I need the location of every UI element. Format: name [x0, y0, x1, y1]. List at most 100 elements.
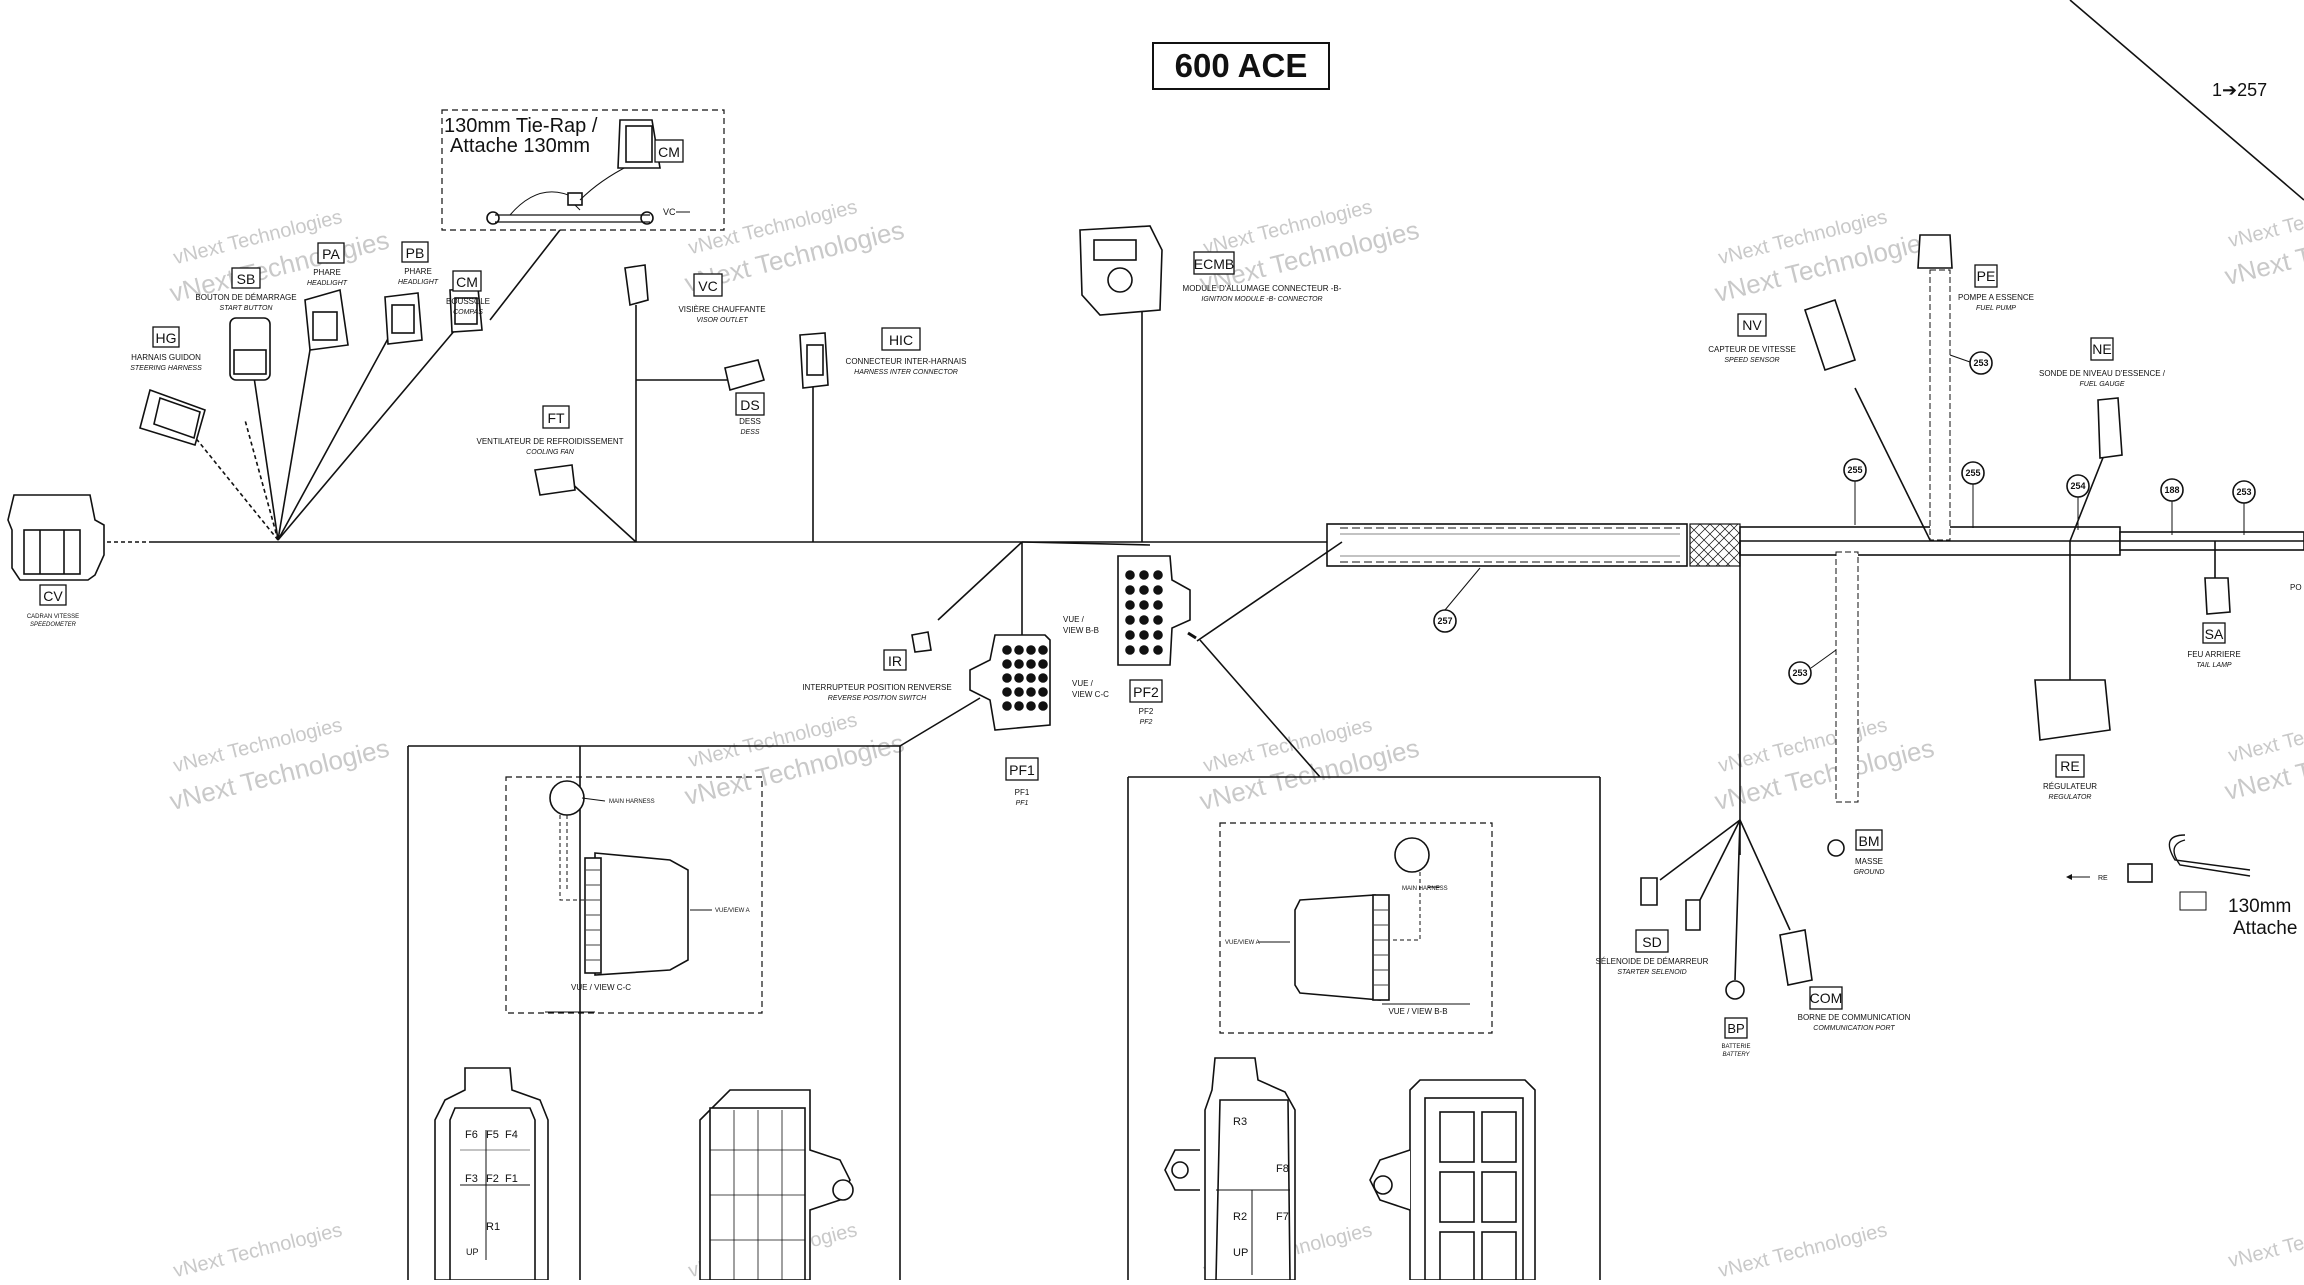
- fr-nv: CAPTEUR DE VITESSE: [1708, 345, 1796, 354]
- sa-connector: [2204, 577, 2231, 615]
- pin-f3: F3: [465, 1173, 478, 1185]
- pin-r2: R2: [1233, 1211, 1247, 1223]
- diagram-title: 600 ACE: [1152, 42, 1330, 90]
- ir-connector: [911, 631, 932, 653]
- ref-255-b: 255: [1965, 468, 1980, 478]
- code-vc: VC: [698, 278, 717, 294]
- en-pf2: PF2: [1140, 719, 1153, 726]
- en-ne: FUEL GAUGE: [2080, 381, 2125, 388]
- fr-com: BORNE DE COMMUNICATION: [1798, 1013, 1911, 1022]
- detail-view-c-c: [505, 776, 763, 1014]
- pin-labels-left: F6 F5 F4 F3 F2 F1 R1 UP: [465, 1129, 518, 1257]
- braided-sleeve: [1689, 523, 1741, 567]
- fr-cv: CADRAN VITESSE: [27, 614, 79, 620]
- tie-rap-note: 130mm Tie-Rap /Attache 130mm: [444, 115, 598, 157]
- code-cm: CM: [456, 274, 478, 290]
- pin-f1: F1: [505, 1173, 518, 1185]
- code-bm: BM: [1859, 833, 1880, 849]
- detail-view-b-b: [1219, 822, 1493, 1034]
- detail-view-c-c-text: MAIN HARNESS VUE/VIEW A VUE / VIEW C-C: [571, 799, 750, 992]
- pin-f2: F2: [486, 1173, 499, 1185]
- ref-255-a: 255: [1847, 465, 1862, 475]
- main-harness-label-left: MAIN HARNESS: [609, 799, 655, 805]
- reference-number-labels: 253 255 255 254 188 253 257 253: [1437, 358, 2251, 678]
- fr-bm: MASSE: [1855, 857, 1883, 866]
- fr-hg: HARNAIS GUIDON: [131, 353, 201, 362]
- en-pf1: PF1: [1016, 800, 1029, 807]
- code-cm-top: CM: [658, 144, 680, 160]
- nv-connector: [1803, 298, 1857, 372]
- cut-label: PO: [2290, 583, 2302, 592]
- pin-f5: F5: [486, 1129, 499, 1141]
- code-pa: PA: [322, 246, 340, 262]
- fr-pa: PHARE: [313, 268, 341, 277]
- watermark: vNext Technologies: [2226, 189, 2304, 252]
- com-connector: [1779, 929, 1813, 986]
- code-ir: IR: [888, 653, 902, 669]
- pin-up-left: UP: [466, 1247, 479, 1257]
- ref-253-right: 253: [2236, 487, 2251, 497]
- fr-vc: VISIÈRE CHAUFFANTE: [678, 305, 765, 314]
- code-nv: NV: [1742, 317, 1762, 333]
- watermark: vNext Technologies: [171, 1219, 344, 1280]
- en-pa: HEADLIGHT: [307, 280, 348, 287]
- fr-sa: FEU ARRIERE: [2187, 650, 2240, 659]
- en-com: COMMUNICATION PORT: [1813, 1025, 1895, 1032]
- tie-rap-right-line-2: Attache: [2233, 918, 2297, 939]
- en-hg: STEERING HARNESS: [130, 365, 202, 372]
- sd-connector-a: [1640, 877, 1658, 906]
- view-a-label-left: VUE/VIEW A: [715, 908, 750, 914]
- pin-f6: F6: [465, 1129, 478, 1141]
- ref-253-pe: 253: [1973, 358, 1988, 368]
- watermark: vNext Technologies: [1716, 1219, 1889, 1280]
- code-hic: HIC: [889, 332, 913, 348]
- fr-ft: VENTILATEUR DE REFROIDISSEMENT: [477, 437, 624, 446]
- code-cv: CV: [43, 588, 63, 604]
- vc-connector: [624, 264, 649, 307]
- en-re: REGULATOR: [2049, 794, 2092, 801]
- fr-pe: POMPE A ESSENCE: [1958, 293, 2034, 302]
- fr-pf2: PF2: [1139, 707, 1154, 716]
- caption-view-c-c: VUE / VIEW C-C: [571, 983, 631, 992]
- code-label-boxes: [39, 139, 2226, 1039]
- code-bp: BP: [1727, 1021, 1744, 1036]
- fr-ecmb: MODULE D'ALLUMAGE CONNECTEUR -B-: [1183, 284, 1342, 293]
- ds-connector: [724, 359, 765, 392]
- main-harness-label-right: MAIN HARNESS: [1402, 886, 1448, 892]
- en-nv: SPEED SENSOR: [1724, 357, 1779, 364]
- connector-face-left-b: [699, 1089, 854, 1281]
- en-sd: STARTER SELENOID: [1617, 969, 1686, 976]
- en-pb: HEADLIGHT: [398, 279, 439, 286]
- view-cc-line-2: VIEW C-C: [1072, 690, 1109, 699]
- label-vc-small: VC: [663, 207, 676, 217]
- en-ir: REVERSE POSITION SWITCH: [828, 695, 927, 702]
- re-arrow-label: RE: [2098, 875, 2108, 882]
- code-hg: HG: [156, 330, 177, 346]
- connector-face-right-b: [1369, 1079, 1536, 1281]
- ref-257: 257: [1437, 616, 1452, 626]
- code-pe: PE: [1977, 268, 1996, 284]
- pin-r3: R3: [1233, 1116, 1247, 1128]
- pe-connector: [1917, 234, 1953, 269]
- bp-ring: [1725, 980, 1745, 1000]
- fr-sd: SÉLENOIDE DE DÉMARREUR: [1596, 957, 1709, 966]
- ref-253-lower: 253: [1792, 668, 1807, 678]
- pf2-connector: [1117, 555, 1191, 666]
- watermark: vNext Technologies: [2226, 704, 2304, 767]
- en-vc: VISOR OUTLET: [696, 317, 748, 324]
- bm-ring: [1827, 839, 1845, 857]
- pin-labels-right: R3 F8 R2 F7 UP: [1233, 1116, 1289, 1259]
- ne-connector: [2097, 397, 2123, 459]
- en-ft: COOLING FAN: [526, 449, 575, 456]
- detail-view-b-b-text: MAIN HARNESS VUE/VIEW A VUE / VIEW B-B: [1225, 886, 1448, 1016]
- fr-pb: PHARE: [404, 267, 432, 276]
- pin-up-right: UP: [1233, 1247, 1248, 1259]
- page-reference: 1➔257: [2212, 80, 2267, 100]
- view-bb-line-1: VUE /: [1063, 615, 1085, 624]
- en-bp: BATTERY: [1722, 1052, 1750, 1058]
- en-hic: HARNESS INTER CONNECTOR: [854, 369, 958, 376]
- code-pb: PB: [406, 245, 425, 261]
- view-cc-label: VUE /VIEW C-C: [1072, 679, 1109, 699]
- code-com: COM: [1810, 990, 1843, 1006]
